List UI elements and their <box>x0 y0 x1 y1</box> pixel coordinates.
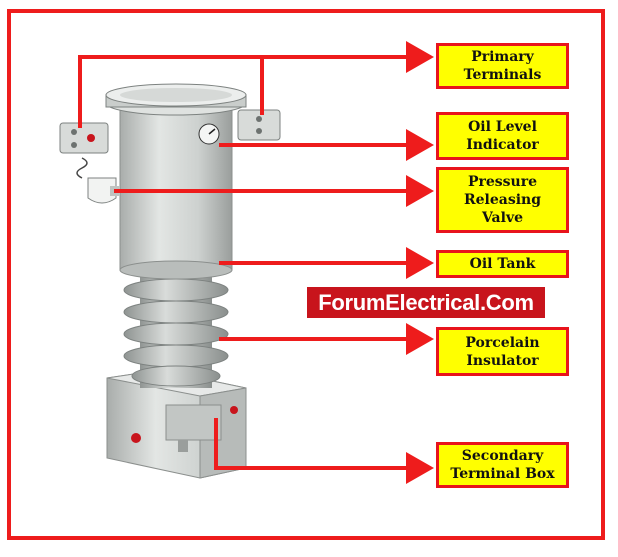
primary-terminal-left <box>59 122 109 154</box>
diagram-frame <box>7 9 605 540</box>
label-text: Secondary Terminal Box <box>450 448 555 482</box>
pressure-valve-shape <box>76 157 120 204</box>
oil-tank-shape <box>105 83 247 280</box>
label-pressure-releasing-valve: Pressure Releasing Valve <box>436 167 569 233</box>
porcelain-insulator-shape <box>123 270 229 388</box>
primary-terminal-right <box>237 109 281 141</box>
leader-lines <box>78 41 434 484</box>
label-text: Porcelain Insulator <box>465 334 540 369</box>
secondary-terminal-arrow <box>214 418 434 484</box>
label-oil-level-indicator: Oil Level Indicator <box>436 112 569 160</box>
label-primary-terminals: Primary Terminals <box>436 43 569 89</box>
label-text: Primary Terminals <box>463 49 542 83</box>
oil-level-gauge <box>198 123 220 145</box>
label-porcelain-insulator: Porcelain Insulator <box>436 327 569 376</box>
primary-terminals-bracket <box>78 55 264 128</box>
label-text: Pressure Releasing Valve <box>463 174 541 226</box>
label-oil-tank: Oil Tank <box>436 250 569 278</box>
label-secondary-terminal-box: Secondary Terminal Box <box>436 442 569 488</box>
brand-watermark: ForumElectrical.Com <box>307 287 545 318</box>
label-text: Oil Tank <box>469 256 536 272</box>
label-text: Oil Level Indicator <box>466 119 539 153</box>
